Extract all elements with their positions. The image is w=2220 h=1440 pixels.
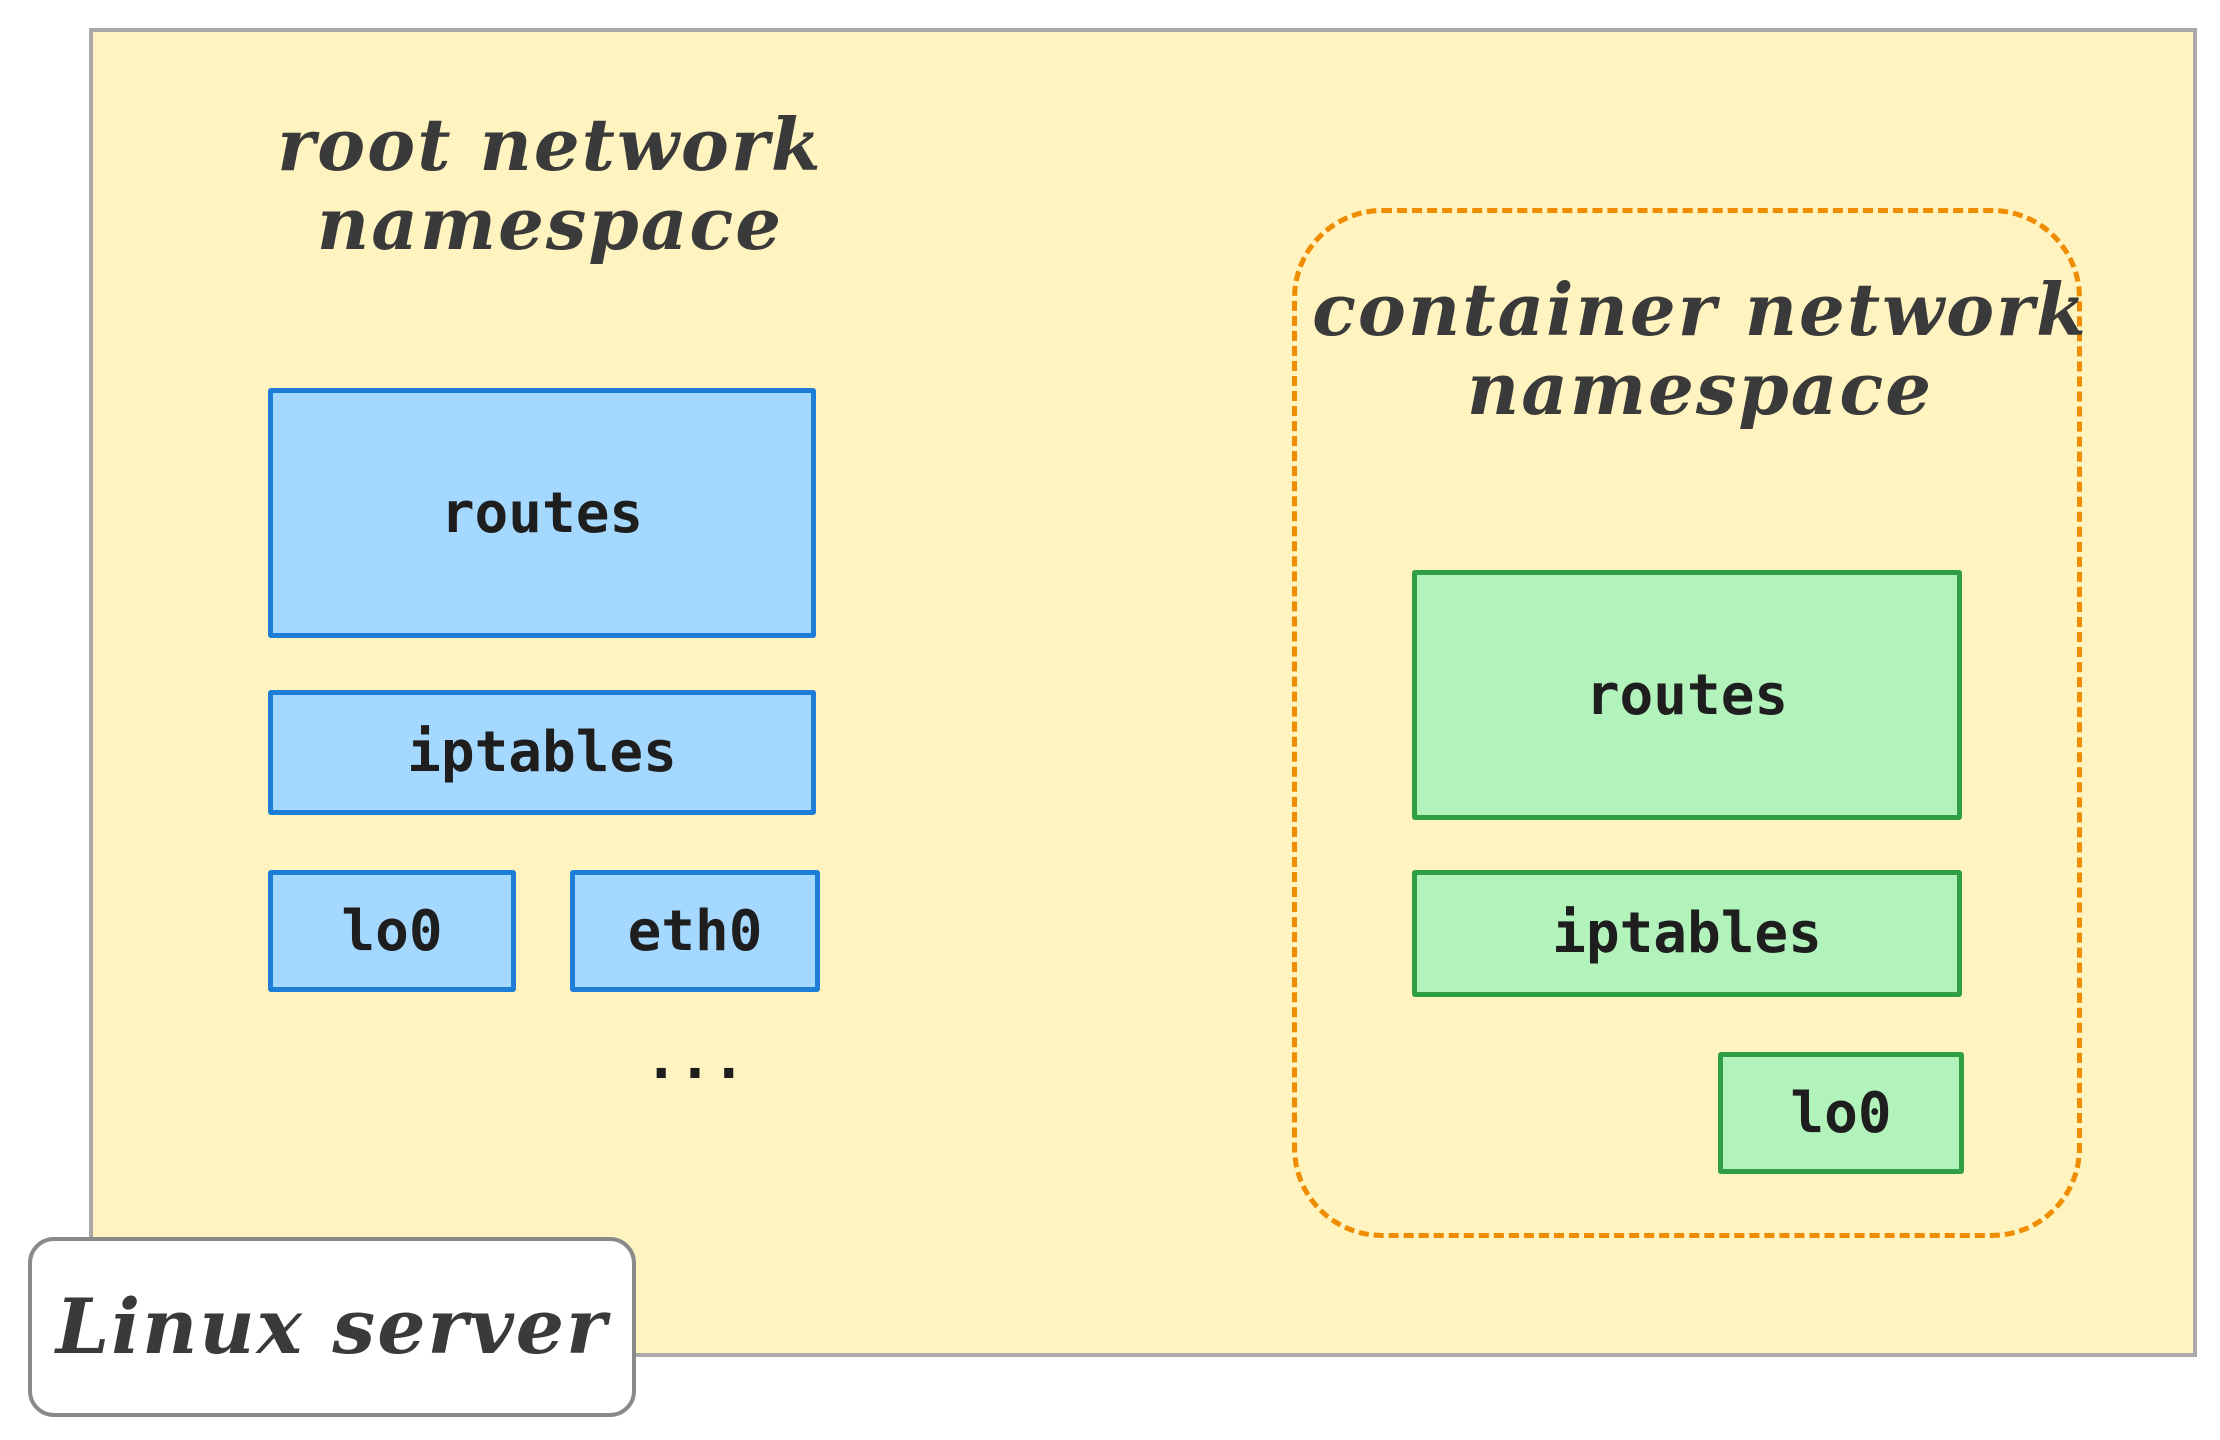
container-namespace-title-line1: container network (1312, 267, 2088, 352)
root-routes-label: routes (440, 480, 644, 546)
root-eth0-interface: eth0 (570, 870, 820, 992)
container-namespace-boundary (1292, 208, 2082, 1238)
root-routes-block: routes (268, 388, 816, 638)
container-routes-block: routes (1412, 570, 1962, 820)
root-eth0-label: eth0 (627, 898, 763, 964)
container-namespace-title: container network namespace (1300, 267, 2100, 432)
root-namespace-title-line1: root network (277, 102, 823, 187)
linux-server-badge: Linux server (28, 1237, 636, 1417)
root-more-interfaces-ellipsis: ... (644, 1027, 746, 1092)
container-routes-label: routes (1585, 662, 1789, 728)
root-namespace-title-line2: namespace (316, 181, 784, 267)
root-lo0-label: lo0 (341, 898, 443, 964)
root-lo0-interface: lo0 (268, 870, 516, 992)
linux-server-label: Linux server (55, 1282, 609, 1372)
root-namespace-title: root network namespace (250, 102, 850, 267)
container-namespace-title-line2: namespace (1466, 346, 1934, 432)
container-lo0-interface: lo0 (1718, 1052, 1964, 1174)
root-iptables-block: iptables (268, 690, 816, 815)
container-iptables-block: iptables (1412, 870, 1962, 997)
container-iptables-label: iptables (1552, 901, 1822, 966)
root-iptables-label: iptables (407, 720, 677, 785)
container-lo0-label: lo0 (1790, 1080, 1892, 1146)
